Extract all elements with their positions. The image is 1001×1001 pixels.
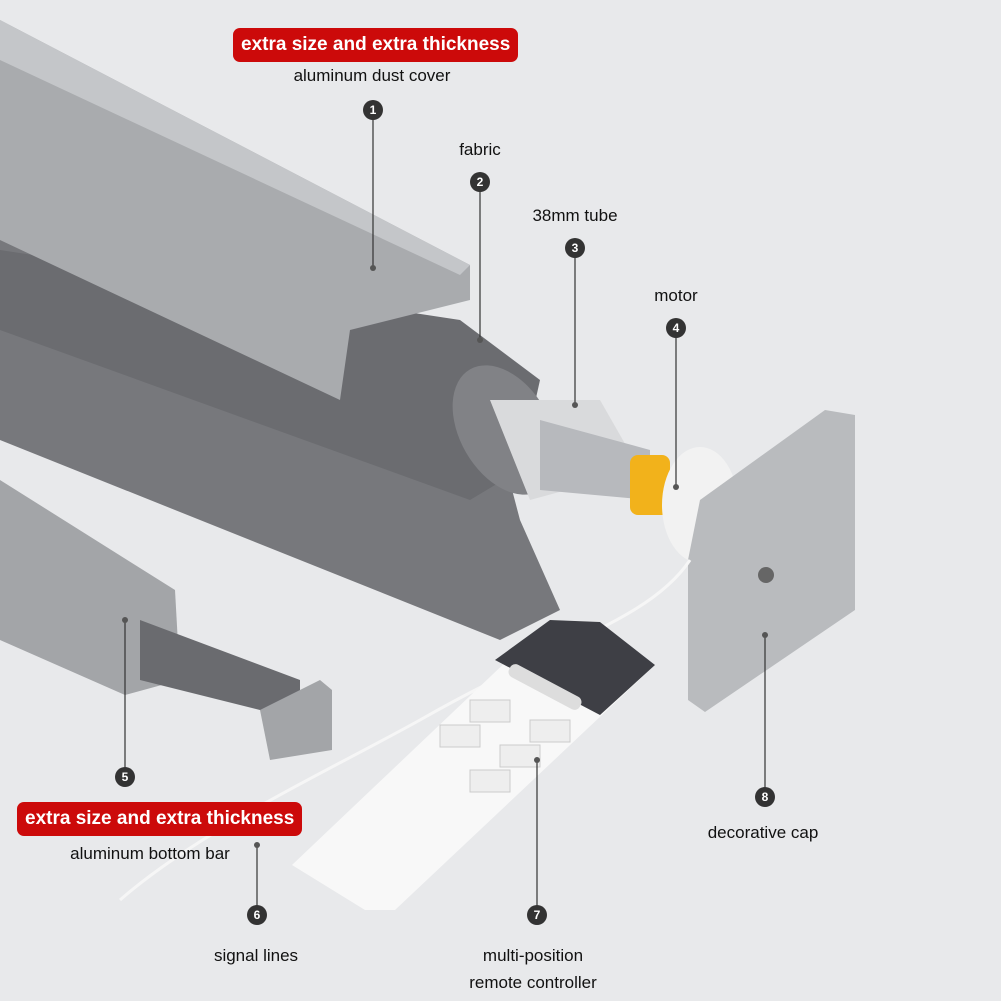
remote-controller xyxy=(292,620,655,910)
dust-cover xyxy=(0,20,470,400)
label-decorative-cap: decorative cap xyxy=(707,823,819,842)
label-fabric: fabric xyxy=(459,140,501,159)
label-bottom-bar: aluminum bottom bar xyxy=(70,844,230,863)
label-dust-cover: aluminum dust cover xyxy=(293,66,451,85)
callout-4: 4 xyxy=(666,318,686,338)
label-remote-2: remote controller xyxy=(469,973,597,992)
bottom-bar xyxy=(0,480,180,695)
label-motor: motor xyxy=(654,286,698,305)
bottom-fabric xyxy=(140,620,300,720)
leader-lines xyxy=(124,110,766,915)
cap-hole xyxy=(758,567,774,583)
dust-cover-highlight xyxy=(0,20,470,275)
callout-2: 2 xyxy=(470,172,490,192)
callout-6: 6 xyxy=(247,905,267,925)
label-signal-lines: signal lines xyxy=(213,946,299,965)
callout-8: 8 xyxy=(755,787,775,807)
callout-3: 3 xyxy=(565,238,585,258)
motor-body xyxy=(540,420,650,500)
decorative-cap xyxy=(688,410,855,712)
bottom-bar-cap xyxy=(260,680,332,760)
badge-top: extra size and extra thickness xyxy=(233,28,519,62)
callout-1: 1 xyxy=(363,100,383,120)
motor-gear xyxy=(630,455,670,515)
callout-7: 7 xyxy=(527,905,547,925)
leader-dots xyxy=(122,265,768,848)
label-remote-1: multi-position xyxy=(482,946,584,965)
signal-line xyxy=(119,559,692,902)
label-tube: 38mm tube xyxy=(532,206,618,225)
callout-5: 5 xyxy=(115,767,135,787)
badge-bottom: extra size and extra thickness xyxy=(17,802,303,836)
